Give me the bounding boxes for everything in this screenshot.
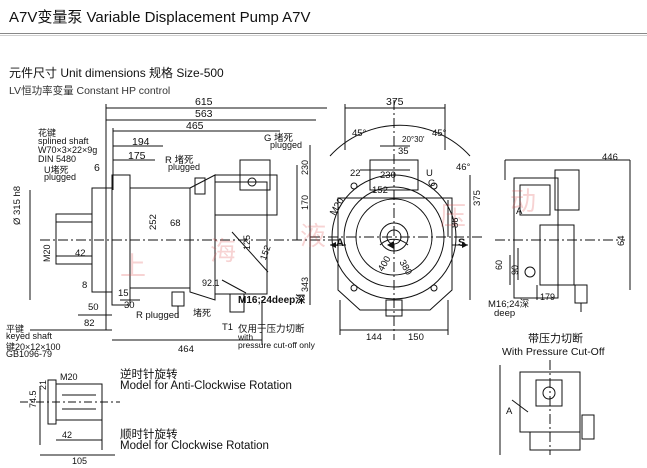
dim-50: 50 (88, 302, 99, 313)
dim-152-front: 152 (372, 185, 388, 196)
dim-60: 60 (494, 259, 504, 270)
dim-22: 22 (350, 168, 361, 179)
cutoff-en-2: pressure cut-off only (238, 340, 315, 350)
dim-125: 125 (242, 234, 252, 250)
dim-464: 464 (178, 344, 194, 355)
acw-en: Model for Anti-Clockwise Rotation (120, 380, 292, 392)
dim-175: 175 (128, 150, 146, 162)
dim-105: 105 (72, 456, 88, 466)
dim-179: 179 (540, 292, 556, 302)
header-divider-shadow (0, 35, 647, 36)
key-label-en: keyed shaft (6, 331, 53, 341)
dim-74-5: 74.5 (28, 390, 38, 408)
dim-15: 15 (118, 288, 129, 299)
dim-252: 252 (148, 214, 159, 230)
dim-8: 8 (82, 280, 88, 291)
unit-dimensions-heading: 元件尺寸 Unit dimensions 规格 Size-500 (9, 66, 224, 80)
m16-deep-right: M16;24深 (488, 299, 530, 310)
dim-230: 230 (300, 159, 310, 175)
r-plug-cn: R 堵死 (165, 155, 194, 166)
with-cutoff-en: With Pressure Cut-Off (502, 346, 605, 358)
din-spec: DIN 5480 (38, 154, 77, 164)
cw-cn: 顺时针旋转 (120, 429, 178, 441)
spline-label-en: splined shaft (38, 136, 89, 146)
angle-45-left: 45° (352, 128, 367, 139)
m16-deep-label: M16;24deep深 (238, 295, 306, 306)
dim-21: 21 (38, 379, 48, 390)
spline-spec: W70×3×22×9g (38, 145, 98, 155)
svg-text:海: 海 (210, 236, 236, 266)
page-title: A7V变量泵 Variable Displacement Pump A7V (9, 9, 311, 26)
dim-150: 150 (408, 332, 424, 343)
key-spec: 键20×12×100 (6, 342, 61, 352)
header-divider (0, 33, 647, 34)
watermark: 上 海 液 压 动 (120, 186, 536, 281)
port-a-right-label: A (516, 206, 523, 217)
angle-46: 46° (456, 162, 471, 173)
port-s-label: S (458, 237, 466, 249)
dim-6: 6 (94, 162, 100, 174)
r-plugged-label: R plugged (136, 310, 180, 321)
dim-343: 343 (300, 276, 310, 292)
angle-45-right: 45° (432, 128, 447, 139)
spline-label-cn: 花键 (38, 128, 57, 138)
dim-90: 90 (510, 264, 520, 275)
dim-68: 68 (170, 218, 181, 229)
dim-m20: M20 (42, 244, 52, 262)
g-plug-en: plugged (270, 140, 303, 150)
port-a-cutoff-label: A (506, 406, 513, 417)
dim-m20-keyed: M20 (60, 372, 78, 382)
control-type-label: LV恒功率变量 Constant HP control (9, 85, 171, 97)
dim-230-front: 230 (380, 170, 396, 181)
cutoff-cn: 仅用于压力切断 (238, 324, 305, 335)
dim-465: 465 (186, 120, 204, 132)
dim-30: 30 (124, 300, 135, 311)
dim-375-side: 375 (472, 190, 483, 206)
dim-144: 144 (366, 332, 382, 343)
t1-label: T1 (222, 322, 234, 333)
fill-label: 堵死 (193, 308, 212, 318)
u-plug-cn: U堵死 (44, 165, 69, 175)
arrow-a-head (330, 242, 336, 248)
g-plug-cn: G 堵死 (264, 133, 294, 144)
dim-42-keyed: 42 (62, 430, 73, 440)
dim-170: 170 (300, 194, 310, 210)
dim-446: 446 (602, 152, 618, 163)
svg-text:动: 动 (510, 186, 536, 216)
port-g-label: G (428, 178, 436, 189)
port-a-label: A (336, 237, 344, 249)
angle-20-30: 20°30' (402, 135, 425, 144)
svg-text:上: 上 (120, 251, 146, 281)
cutoff-en-1: with (238, 332, 254, 342)
svg-text:液: 液 (300, 221, 326, 251)
dim-64: 64 (616, 235, 627, 246)
dim-86: 86 (450, 217, 461, 228)
dim-194: 194 (132, 136, 150, 148)
cw-en: Model for Clockwise Rotation (120, 440, 269, 452)
dim-42: 42 (75, 248, 86, 259)
deep-label: deep (494, 308, 516, 319)
key-standard: GB1096-79 (6, 349, 53, 359)
dim-92-1: 92.1 (202, 278, 220, 288)
r-plug-en: plugged (168, 162, 201, 172)
u-plug-en: plugged (44, 172, 77, 182)
dim-615: 615 (195, 96, 213, 108)
dim-375-top: 375 (386, 96, 404, 108)
dim-35: 35 (398, 146, 409, 157)
acw-cn: 逆时针旋转 (120, 369, 178, 381)
svg-text:压: 压 (440, 201, 466, 231)
port-u-label: U (426, 168, 433, 179)
dim-315h8: Ø 315 h8 (12, 185, 23, 225)
dim-82: 82 (84, 318, 95, 329)
dim-563: 563 (195, 108, 213, 120)
arrow-s-head (462, 242, 468, 248)
with-cutoff-cn: 带压力切断 (528, 333, 583, 345)
key-label-cn: 平键 (6, 324, 25, 334)
